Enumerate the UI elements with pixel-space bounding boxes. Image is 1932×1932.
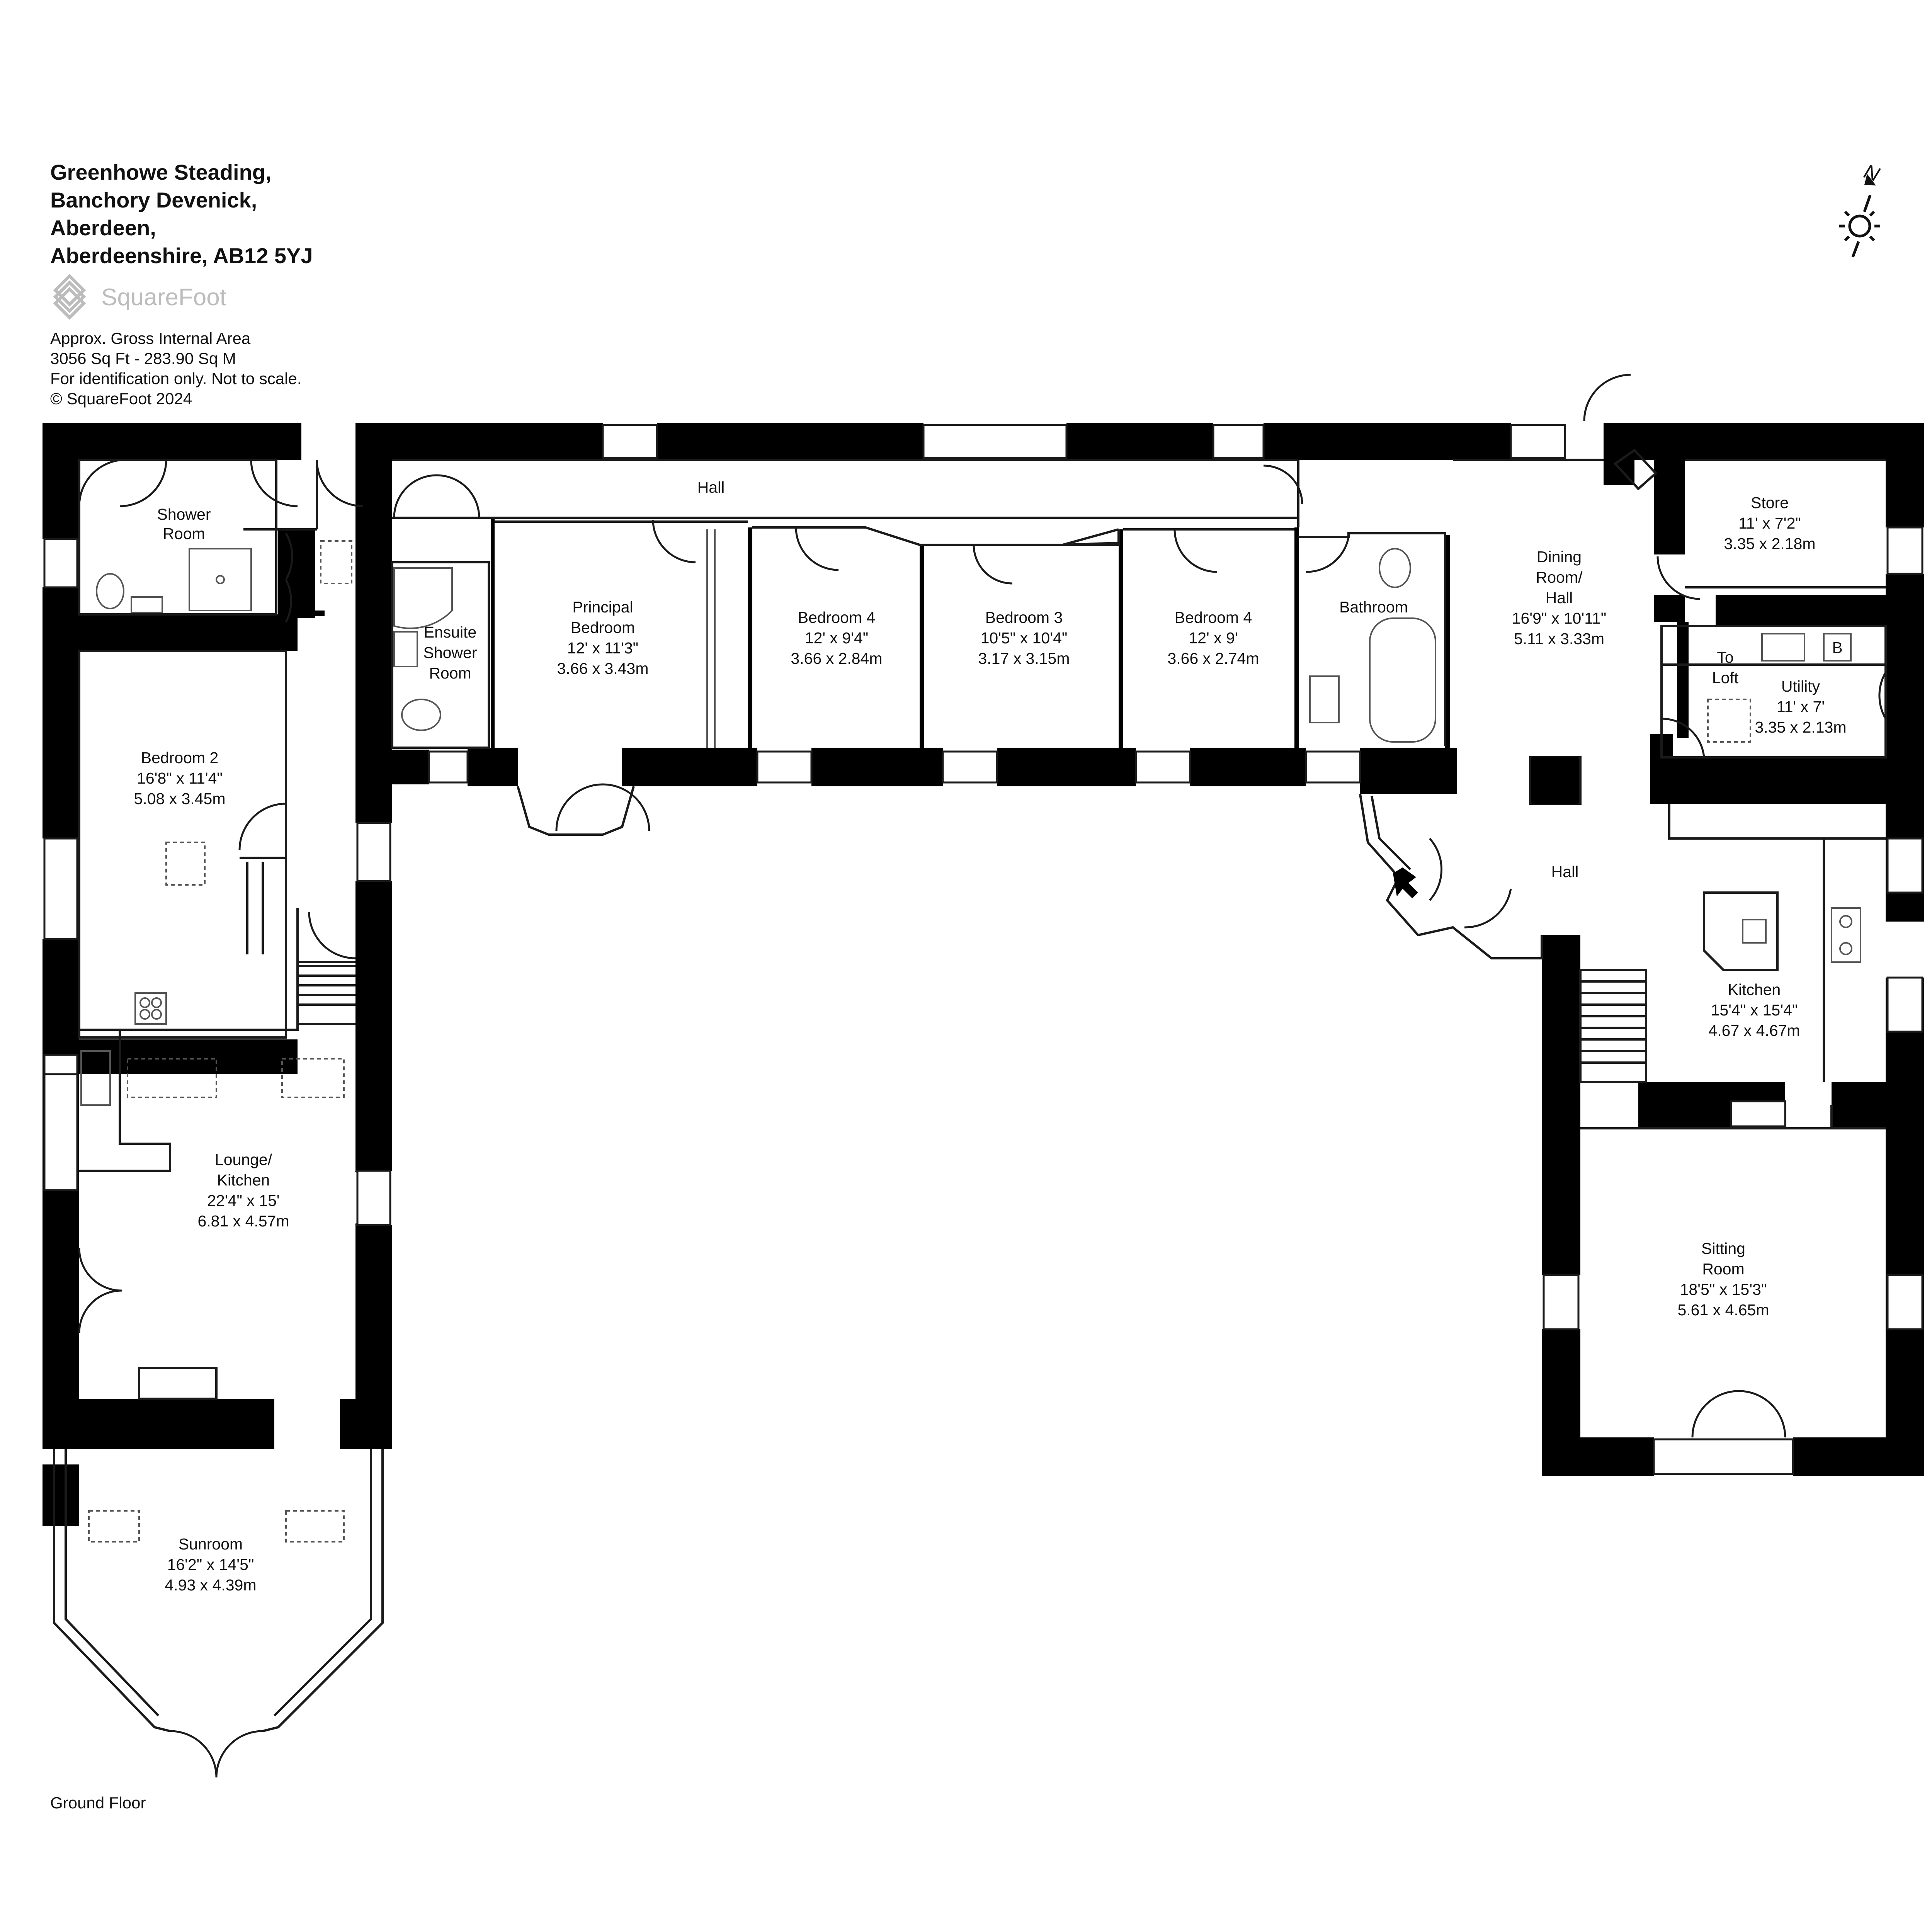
shower-room-label-1: Shower	[157, 505, 211, 523]
area-line-4: © SquareFoot 2024	[50, 389, 192, 408]
inner-lines	[53, 449, 1887, 1732]
bedroom3-imperial: 10'5" x 10'4"	[981, 629, 1068, 647]
bedroom4b-imperial: 12' x 9'	[1189, 629, 1238, 647]
bedroom2-label: Bedroom 2	[141, 749, 219, 767]
address-line-1: Greenhowe Steading,	[50, 160, 272, 184]
rooflight-icon	[88, 1510, 140, 1543]
sitting-imperial: 18'5" x 15'3"	[1680, 1281, 1767, 1298]
bedroom4b-label: Bedroom 4	[1175, 609, 1252, 626]
lounge-label-2: Kitchen	[217, 1171, 270, 1189]
compass-icon	[1839, 174, 1880, 258]
utility-sink-icon	[1761, 633, 1805, 662]
sink-icon	[131, 596, 163, 613]
kitchen-metric: 4.67 x 4.67m	[1708, 1022, 1800, 1039]
boiler-label: B	[1832, 639, 1842, 656]
sunroom-metric: 4.93 x 4.39m	[165, 1576, 256, 1594]
ensuite-label-3: Room	[429, 664, 471, 682]
rooflight-icon	[320, 540, 352, 584]
store-label: Store	[1751, 494, 1789, 512]
windows	[43, 424, 1923, 1475]
sunroom-label: Sunroom	[179, 1535, 243, 1553]
walls	[43, 423, 1924, 1526]
store-metric: 3.35 x 2.18m	[1724, 535, 1815, 553]
sitting-metric: 5.61 x 4.65m	[1677, 1301, 1769, 1319]
dining-imperial: 16'9" x 10'11"	[1512, 609, 1607, 627]
area-line-2: 3056 Sq Ft - 283.90 Sq M	[50, 349, 236, 367]
lounge-label-1: Lounge/	[215, 1151, 272, 1168]
loft-hatch-icon	[1707, 699, 1751, 743]
boiler-icon	[1823, 633, 1852, 662]
bedroom2-imperial: 16'8" x 11'4"	[137, 769, 223, 787]
hob-icon	[134, 992, 167, 1025]
lounge-imperial: 22'4" x 15'	[207, 1192, 280, 1209]
rooflight-icon	[281, 1058, 345, 1098]
entrance-arrow-icon	[1393, 867, 1418, 898]
sitting-label-1: Sitting	[1701, 1240, 1745, 1257]
principal-metric: 3.66 x 3.43m	[557, 660, 648, 677]
address-line-4: Aberdeenshire, AB12 5YJ	[50, 243, 313, 268]
bathroom-label: Bathroom	[1339, 598, 1408, 616]
sunroom-imperial: 16'2" x 14'5"	[167, 1556, 254, 1573]
room-labels: Hall Hall Shower Room Ensuite Shower Roo…	[134, 478, 1846, 1594]
toilet-icon	[401, 699, 441, 731]
shower-room-label-2: Room	[163, 525, 205, 543]
toilet-icon	[1379, 548, 1411, 588]
principal-label-2: Bedroom	[571, 619, 635, 636]
bedroom4a-label: Bedroom 4	[798, 609, 876, 626]
utility-label: Utility	[1781, 677, 1820, 695]
bedroom3-metric: 3.17 x 3.15m	[978, 650, 1070, 667]
address-line-2: Banchory Devenick,	[50, 188, 257, 212]
lounge-metric: 6.81 x 4.57m	[197, 1212, 289, 1230]
bedroom4a-metric: 3.66 x 2.84m	[791, 650, 882, 667]
bath-icon	[1369, 617, 1436, 743]
to-loft-line-1: To	[1717, 648, 1733, 666]
bedroom4b-metric: 3.66 x 2.74m	[1167, 650, 1259, 667]
kitchen-sink-icon	[1742, 919, 1767, 944]
floor-label: Ground Floor	[50, 1794, 146, 1812]
hob-icon	[1831, 907, 1861, 963]
dining-metric: 5.11 x 3.33m	[1514, 630, 1604, 648]
compass-letter: N	[1861, 160, 1883, 186]
doors	[78, 374, 1887, 1778]
drain-icon	[216, 575, 225, 584]
kitchen-imperial: 15'4" x 15'4"	[1711, 1001, 1798, 1019]
rooflight-icon	[285, 1510, 345, 1543]
store-imperial: 11' x 7'2"	[1738, 514, 1801, 532]
squarefoot-logo-icon: SquareFoot	[53, 274, 226, 320]
principal-label-1: Principal	[572, 598, 633, 616]
fixtures	[80, 529, 1861, 1543]
dining-label-1: Dining	[1537, 548, 1582, 566]
address-line-3: Aberdeen,	[50, 216, 156, 240]
rooflight-icon	[127, 1058, 217, 1098]
utility-metric: 3.35 x 2.13m	[1755, 718, 1846, 736]
sitting-label-2: Room	[1702, 1260, 1744, 1278]
dining-label-2: Room/	[1536, 568, 1583, 586]
hall-north-label: Hall	[697, 478, 725, 496]
to-loft-line-2: Loft	[1712, 669, 1739, 687]
area-line-3: For identification only. Not to scale.	[50, 369, 302, 388]
dining-label-3: Hall	[1546, 589, 1573, 607]
ensuite-label-2: Shower	[423, 644, 477, 662]
area-line-1: Approx. Gross Internal Area	[50, 329, 251, 347]
kitchen-label: Kitchen	[1728, 981, 1781, 998]
logo-text: SquareFoot	[101, 284, 226, 311]
principal-imperial: 12' x 11'3"	[567, 639, 638, 657]
shower-tray-icon	[393, 567, 453, 629]
sink-icon	[1309, 675, 1340, 723]
sink-icon	[393, 631, 418, 667]
bedroom2-metric: 5.08 x 3.45m	[134, 790, 225, 808]
kitchen-sink-icon	[80, 1050, 111, 1106]
bedroom4a-imperial: 12' x 9'4"	[805, 629, 869, 647]
bedroom3-label: Bedroom 3	[985, 609, 1063, 626]
shower-tray-icon	[189, 548, 252, 611]
utility-imperial: 11' x 7'	[1777, 698, 1825, 716]
toilet-icon	[96, 573, 124, 609]
ensuite-label-1: Ensuite	[424, 623, 477, 641]
hall-east-label: Hall	[1551, 863, 1579, 881]
rooflight-icon	[165, 842, 206, 886]
